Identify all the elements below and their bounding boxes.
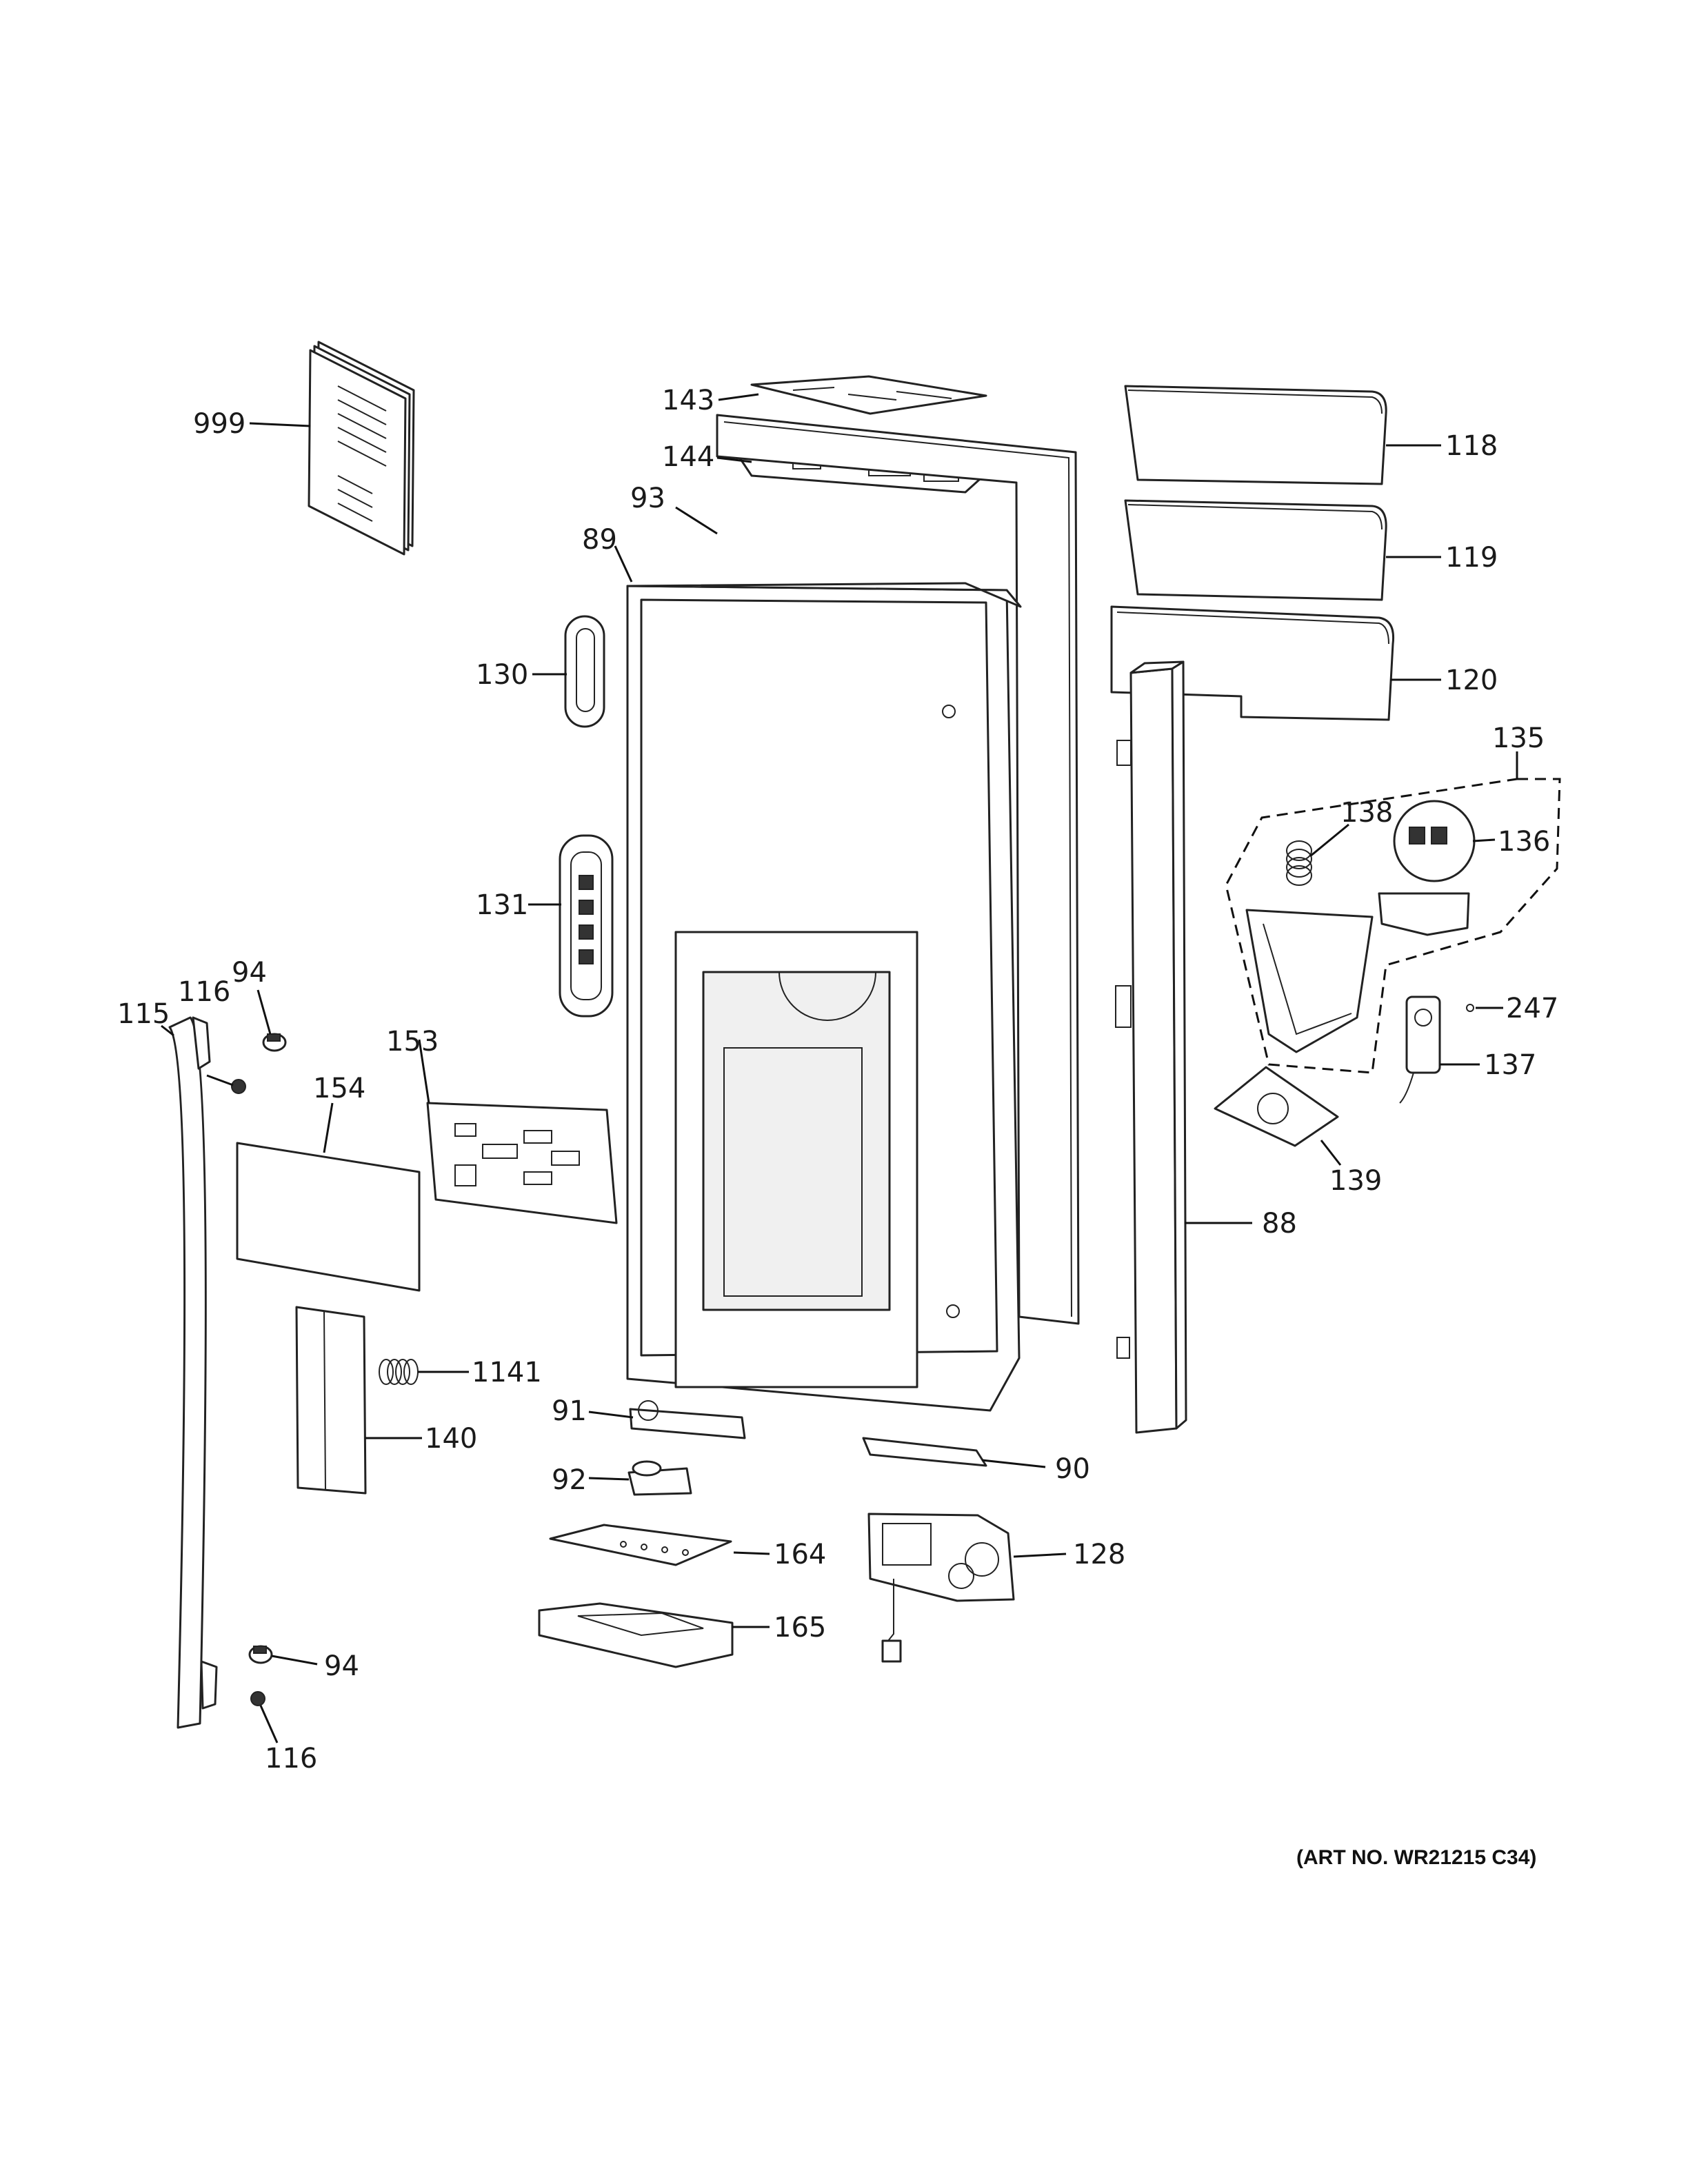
label-89: 89 — [582, 524, 617, 556]
part-139-bracket[interactable] — [1214, 1066, 1339, 1147]
part-118-door-bin[interactable] — [1124, 385, 1387, 485]
part-154-panel[interactable] — [236, 1142, 421, 1292]
part-115-handle[interactable] — [168, 1016, 218, 1729]
label-93: 93 — [630, 483, 665, 514]
label-92: 92 — [552, 1464, 587, 1496]
label-135: 135 — [1492, 722, 1545, 754]
part-94-screw-bottom[interactable] — [248, 1645, 273, 1664]
part-247-screw[interactable] — [1466, 1004, 1474, 1012]
label-139: 139 — [1329, 1165, 1382, 1197]
label-131: 131 — [476, 889, 528, 921]
art-number: (ART NO. WR21215 C34) — [1296, 1846, 1537, 1869]
label-999: 999 — [193, 408, 245, 440]
part-116-bushing-bottom[interactable] — [250, 1691, 265, 1706]
label-130: 130 — [476, 659, 528, 691]
label-94-top: 94 — [232, 957, 267, 989]
label-118: 118 — [1445, 430, 1498, 462]
part-165-tray[interactable] — [538, 1602, 734, 1668]
part-91-hinge-bracket[interactable] — [629, 1400, 746, 1439]
label-138: 138 — [1340, 797, 1393, 829]
part-128-motor-assembly[interactable] — [867, 1513, 1015, 1663]
part-130-cover[interactable] — [564, 615, 605, 728]
leader-lines — [161, 393, 1518, 1743]
part-136-motor[interactable] — [1378, 800, 1476, 936]
label-136: 136 — [1498, 826, 1550, 858]
label-116-bottom: 116 — [265, 1743, 317, 1775]
part-138-spring[interactable] — [1286, 840, 1312, 886]
part-88-mullion[interactable] — [1115, 660, 1187, 1434]
part-116-bushing-top[interactable] — [231, 1079, 246, 1094]
label-143: 143 — [662, 385, 714, 416]
part-140-panel[interactable] — [295, 1306, 367, 1495]
label-115: 115 — [117, 998, 170, 1030]
label-94-bottom: 94 — [324, 1650, 359, 1682]
part-143-board[interactable] — [750, 375, 987, 415]
part-999-manual[interactable] — [308, 341, 415, 556]
part-119-door-bin[interactable] — [1124, 499, 1387, 601]
assembly-135-boundary — [1225, 778, 1561, 1074]
part-153-control-board[interactable] — [426, 1102, 618, 1224]
label-1141: 1141 — [472, 1357, 542, 1388]
part-89-door-panel[interactable] — [626, 582, 1022, 1412]
label-116-top: 116 — [178, 976, 230, 1008]
part-94-screw-top[interactable] — [262, 1033, 287, 1052]
part-164-shield[interactable] — [549, 1524, 732, 1566]
label-137: 137 — [1484, 1049, 1536, 1081]
label-165: 165 — [774, 1612, 826, 1644]
part-auger-housing[interactable] — [1245, 909, 1374, 1053]
label-120: 120 — [1445, 665, 1498, 696]
part-90-bracket[interactable] — [862, 1437, 987, 1467]
label-140: 140 — [425, 1423, 477, 1455]
label-247: 247 — [1506, 993, 1558, 1024]
part-131-cover[interactable] — [559, 834, 614, 1018]
label-153: 153 — [386, 1026, 439, 1058]
label-144: 144 — [662, 441, 714, 473]
label-154: 154 — [313, 1073, 365, 1104]
part-1141-spring[interactable] — [379, 1359, 419, 1385]
part-137-valve[interactable] — [1399, 995, 1441, 1104]
label-128: 128 — [1073, 1539, 1125, 1570]
part-92-hinge[interactable] — [627, 1460, 692, 1496]
label-91: 91 — [552, 1395, 587, 1427]
label-164: 164 — [774, 1539, 826, 1570]
label-119: 119 — [1445, 542, 1498, 574]
label-88: 88 — [1262, 1208, 1297, 1240]
label-90: 90 — [1055, 1453, 1090, 1485]
callout-labels: 999 143 144 93 89 118 119 120 130 135 13… — [117, 385, 1558, 1775]
